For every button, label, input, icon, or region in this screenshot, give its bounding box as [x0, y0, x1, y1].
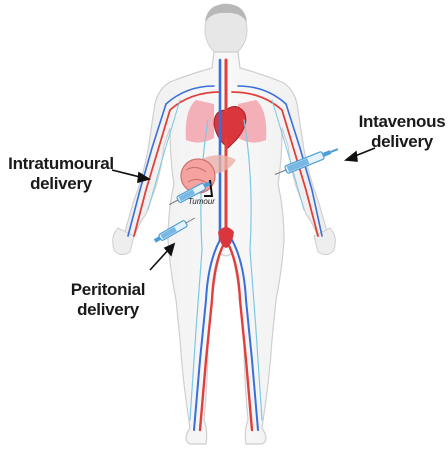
head: [205, 4, 247, 56]
peritonial-line2: delivery: [48, 300, 168, 320]
tumour-label: Tumour: [188, 197, 215, 206]
peritonial-label: Peritonial delivery: [48, 280, 168, 320]
intratumoural-label: Intratumoural delivery: [2, 154, 120, 194]
intratumoural-line2: delivery: [2, 174, 120, 194]
intratumoural-line1: Intratumoural: [2, 154, 120, 174]
intravenous-line2: delivery: [356, 132, 448, 152]
intravenous-line1: Intavenous: [356, 112, 448, 132]
intravenous-label: Intavenous delivery: [356, 112, 448, 152]
peritonial-line1: Peritonial: [48, 280, 168, 300]
